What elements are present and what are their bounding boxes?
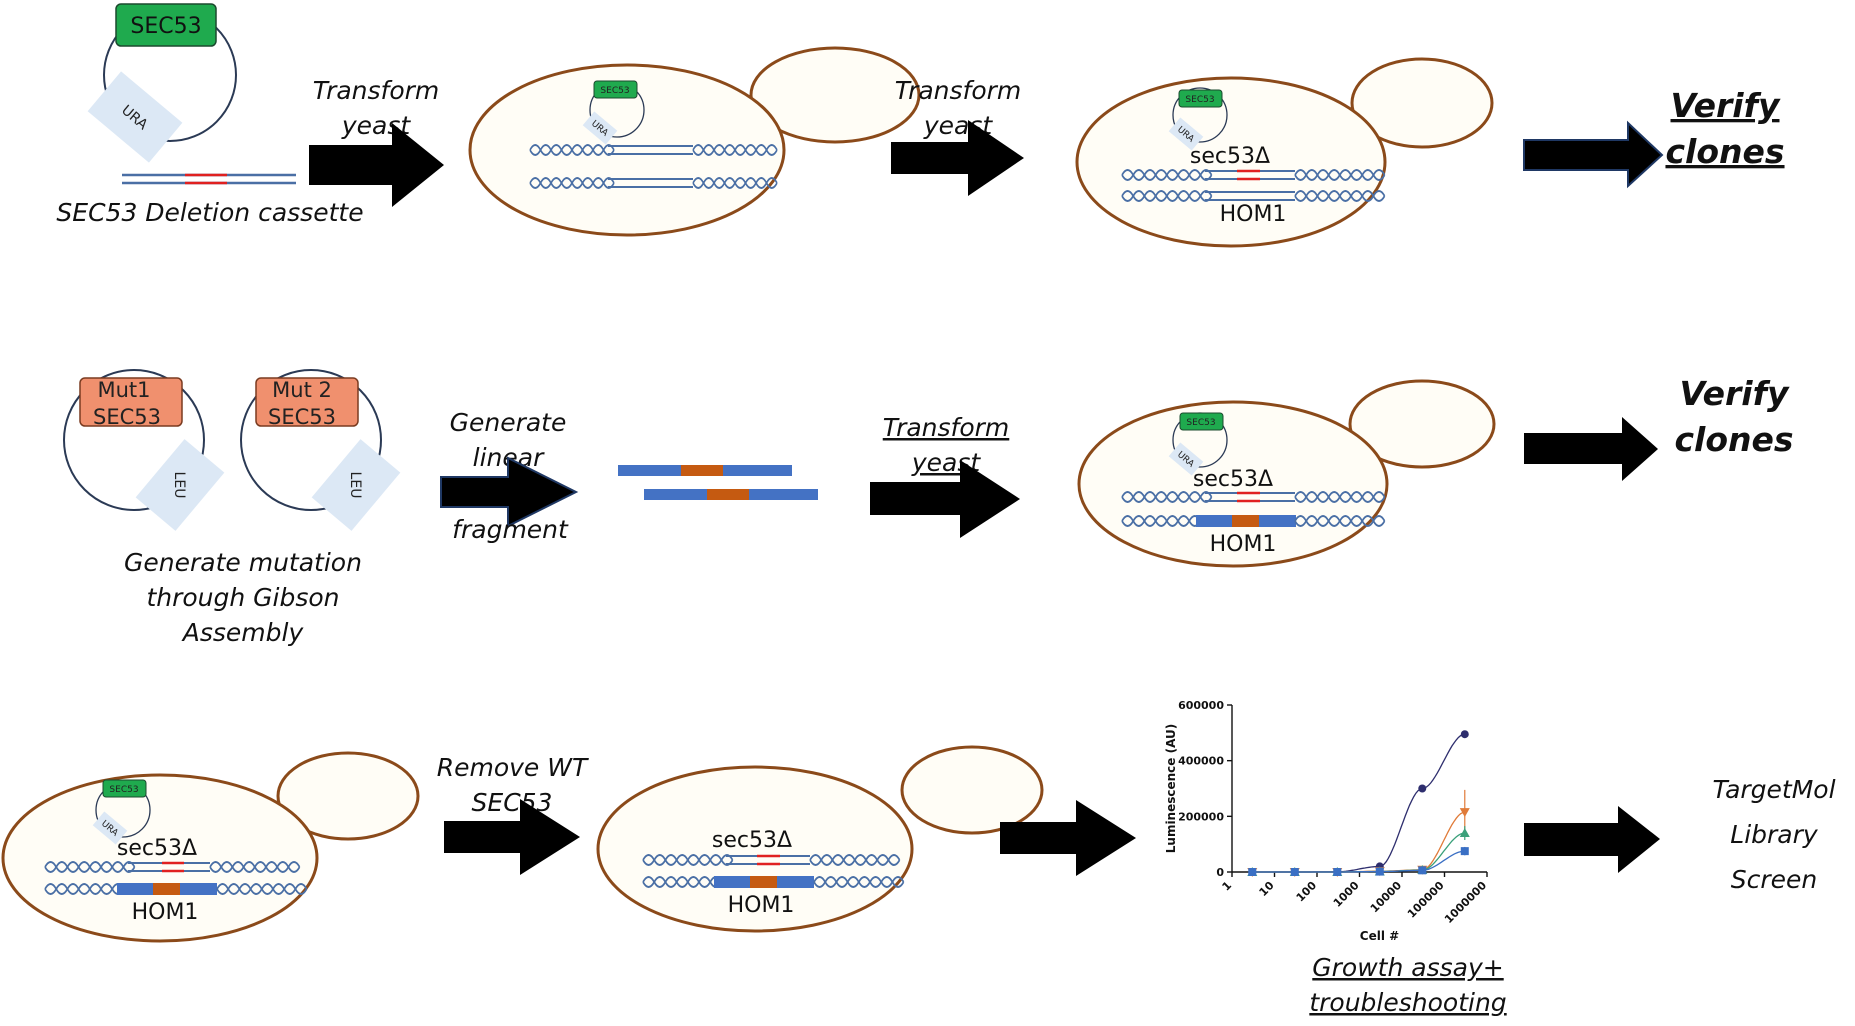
data-point (1418, 784, 1427, 793)
row2-cell-plasmid-gene: SEC53 (1186, 418, 1215, 428)
row2-arrow-1 (440, 456, 579, 528)
row1-step2-label: Transform (895, 76, 1022, 105)
x-tick-label: 10000 (1368, 879, 1404, 915)
x-axis-label: Cell # (1360, 929, 1399, 943)
row1-cell2-locus-label: HOM1 (1220, 202, 1287, 227)
row1-cell2-deletion-label: sec53Δ (1190, 144, 1270, 169)
row3-arrow-3 (1524, 806, 1660, 873)
row1-cassette-label: SEC53 Deletion cassette (56, 198, 363, 227)
series-line (1252, 832, 1465, 873)
row3-cell-2: sec53Δ HOM1 (596, 745, 1044, 933)
row2-cell-locus-label: HOM1 (1210, 532, 1277, 557)
row2-cell: SEC53 URA sec53Δ HOM1 (1077, 379, 1496, 568)
row2-mutation-label: Generate mutation (124, 548, 362, 577)
series-line (1252, 811, 1465, 873)
data-point (1460, 730, 1469, 739)
row2-plasmid-2: Mut 2 SEC53 LEU (240, 369, 401, 531)
row1-arrow-2 (891, 120, 1024, 196)
row1-cell-2: SEC53 URA sec53Δ HOM1 (1075, 57, 1494, 248)
row1-cell2-plasmid-gene: SEC53 (1185, 95, 1214, 105)
row2-mutation-label-2: through Gibson (146, 583, 339, 612)
data-point (1459, 808, 1470, 818)
row1-plasmid-gene: SEC53 (130, 14, 201, 39)
row2-step1-label: Generate (450, 408, 567, 437)
y-tick-label: 0 (1216, 866, 1224, 879)
data-point (1459, 828, 1470, 838)
row1-arrow-3 (1523, 120, 1664, 189)
y-tick-label: 400000 (1178, 755, 1224, 768)
row1-cell-1: SEC53 URA (468, 46, 921, 237)
row3-arrow-1 (444, 799, 580, 875)
row2-mutation-label-3: Assembly (181, 618, 305, 647)
data-point (1418, 866, 1427, 875)
data-point (1460, 847, 1469, 856)
row1-verify-label: Verify (1671, 86, 1781, 125)
row2-step1-label-3: fragment (452, 515, 569, 544)
row3-assay-label-2: troubleshooting (1309, 988, 1506, 1017)
x-tick-label: 1000 (1331, 879, 1362, 910)
row3-step1-label: Remove WT (437, 753, 589, 782)
row3-arrow-2 (1000, 800, 1136, 876)
x-tick-label: 100000 (1405, 879, 1447, 921)
row2-arrow-3 (1524, 417, 1658, 481)
row3-assay-label: Growth assay+ (1312, 953, 1503, 982)
row3-screen-label-3: Screen (1731, 865, 1818, 894)
row3-screen-label-2: Library (1730, 820, 1819, 849)
data-point (1375, 867, 1384, 876)
row1-verify-label-2: clones (1665, 132, 1784, 171)
row1-plasmid: SEC53 URA (87, 3, 237, 163)
row2-plasmid1-gene: Mut1 (97, 378, 150, 402)
row3-cell1-deletion-label: sec53Δ (117, 836, 197, 861)
row1-cell1-plasmid-gene: SEC53 (600, 86, 629, 96)
row2-plasmid2-gene: Mut 2 (272, 378, 332, 402)
series-line (1252, 850, 1465, 873)
row3-cell-1: SEC53 URA sec53Δ HOM1 (1, 751, 420, 943)
row2-plasmid-1: Mut1 SEC53 LEU (63, 369, 225, 531)
row2-step2-label: Transform (883, 413, 1010, 442)
row2-plasmid1-gene-2: SEC53 (93, 405, 161, 429)
row2-linear-fragments (618, 465, 818, 500)
row3-cell1-plasmid-gene: SEC53 (109, 785, 138, 795)
row3-cell2-deletion-label: sec53Δ (712, 828, 792, 853)
row2-plasmid2-gene-2: SEC53 (268, 405, 336, 429)
y-tick-label: 600000 (1178, 699, 1224, 712)
x-tick-label: 100 (1294, 879, 1320, 905)
row1-deletion-cassette (122, 173, 296, 185)
row2-cell-deletion-label: sec53Δ (1193, 467, 1273, 492)
data-point (1290, 868, 1299, 876)
row2-plasmid2-marker: LEU (347, 472, 363, 499)
row3-cell2-locus-label: HOM1 (728, 893, 795, 918)
row2-plasmid1-marker: LEU (171, 472, 187, 499)
data-point (1333, 868, 1342, 876)
series-line (1252, 733, 1465, 873)
row2-verify-label: Verify (1680, 374, 1790, 413)
row2-verify-label-2: clones (1674, 420, 1793, 459)
data-point (1248, 868, 1257, 876)
row3-cell1-locus-label: HOM1 (132, 900, 199, 925)
y-tick-label: 200000 (1178, 810, 1224, 823)
x-tick-label: 1 (1220, 879, 1235, 894)
x-tick-label: 10 (1257, 879, 1277, 899)
row1-arrow-1 (309, 123, 444, 207)
x-tick-label: 1000000 (1442, 879, 1489, 926)
row2-arrow-2 (870, 460, 1020, 538)
y-axis-label: Luminescence (AU) (1164, 724, 1178, 854)
row1-step1-label: Transform (313, 76, 440, 105)
row3-screen-label: TargetMol (1712, 775, 1835, 804)
